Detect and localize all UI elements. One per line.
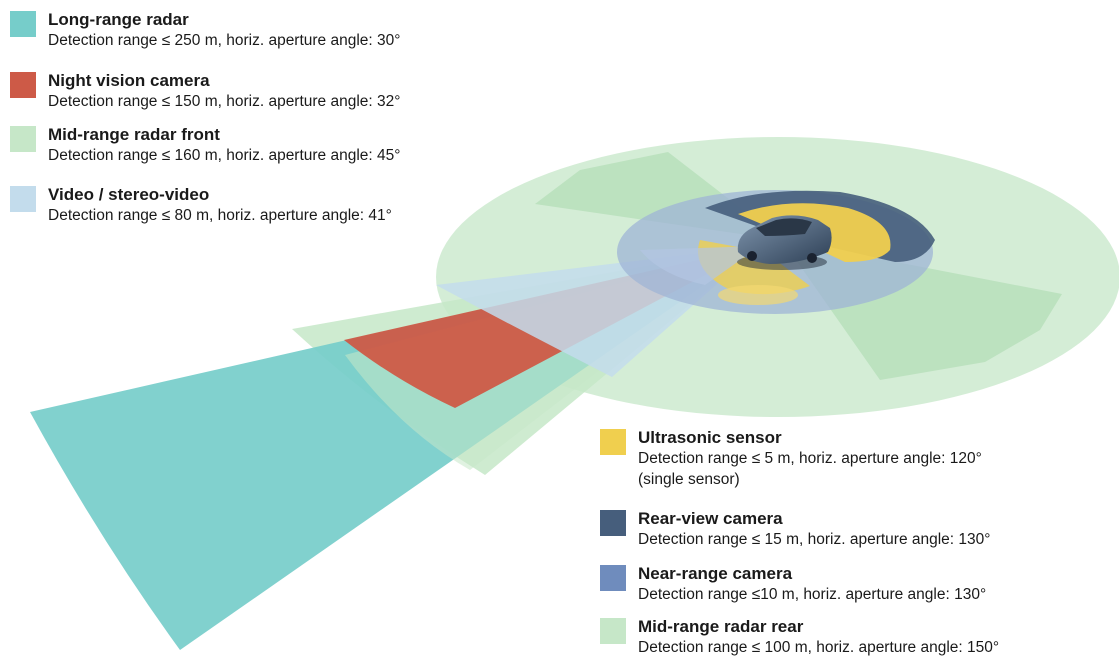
legend-desc: Detection range ≤ 100 m, horiz. aperture… (638, 639, 1000, 656)
legend-item-rear-view-camera: Rear-view camera Detection range ≤ 15 m,… (600, 509, 990, 550)
legend-title: Near-range camera (638, 564, 793, 583)
legend-title: Mid-range radar rear (638, 617, 804, 636)
legend-swatch (600, 618, 626, 644)
legend-title: Night vision camera (48, 71, 210, 90)
legend-desc: Detection range ≤10 m, horiz. aperture a… (638, 586, 987, 603)
ultrasonic-sensor-zone-left (718, 285, 798, 305)
legend-title: Long-range radar (48, 10, 189, 29)
legend-swatch (10, 126, 36, 152)
legend-swatch (10, 186, 36, 212)
legend-item-mid-range-radar-front: Mid-range radar front Detection range ≤ … (10, 125, 400, 166)
legend-desc: Detection range ≤ 150 m, horiz. aperture… (48, 93, 401, 110)
car-icon (737, 215, 832, 270)
legend-item-mid-range-radar-rear: Mid-range radar rear Detection range ≤ 1… (600, 617, 999, 658)
legend-swatch (600, 429, 626, 455)
legend-desc-note: (single sensor) (638, 471, 740, 488)
legend-swatch (10, 11, 36, 37)
legend-swatch (10, 72, 36, 98)
legend-title: Rear-view camera (638, 509, 783, 528)
legend-title: Mid-range radar front (48, 125, 220, 144)
legend-item-near-range-camera: Near-range camera Detection range ≤10 m,… (600, 564, 986, 605)
legend-swatch (600, 565, 626, 591)
legend-item-ultrasonic-sensor: Ultrasonic sensor Detection range ≤ 5 m,… (600, 428, 982, 490)
legend-desc: Detection range ≤ 15 m, horiz. aperture … (638, 531, 991, 548)
legend-swatch (600, 510, 626, 536)
legend-item-long-range-radar: Long-range radar Detection range ≤ 250 m… (10, 10, 400, 51)
legend-title: Ultrasonic sensor (638, 428, 782, 447)
legend-desc: Detection range ≤ 160 m, horiz. aperture… (48, 147, 401, 164)
legend-item-video-stereo-video: Video / stereo-video Detection range ≤ 8… (10, 185, 392, 226)
legend-desc: Detection range ≤ 5 m, horiz. aperture a… (638, 450, 982, 467)
legend-item-night-vision-camera: Night vision camera Detection range ≤ 15… (10, 71, 400, 112)
legend-desc: Detection range ≤ 80 m, horiz. aperture … (48, 207, 392, 224)
legend-title: Video / stereo-video (48, 185, 210, 204)
near-range-camera-inner (640, 246, 760, 285)
legend-desc: Detection range ≤ 250 m, horiz. aperture… (48, 32, 401, 49)
